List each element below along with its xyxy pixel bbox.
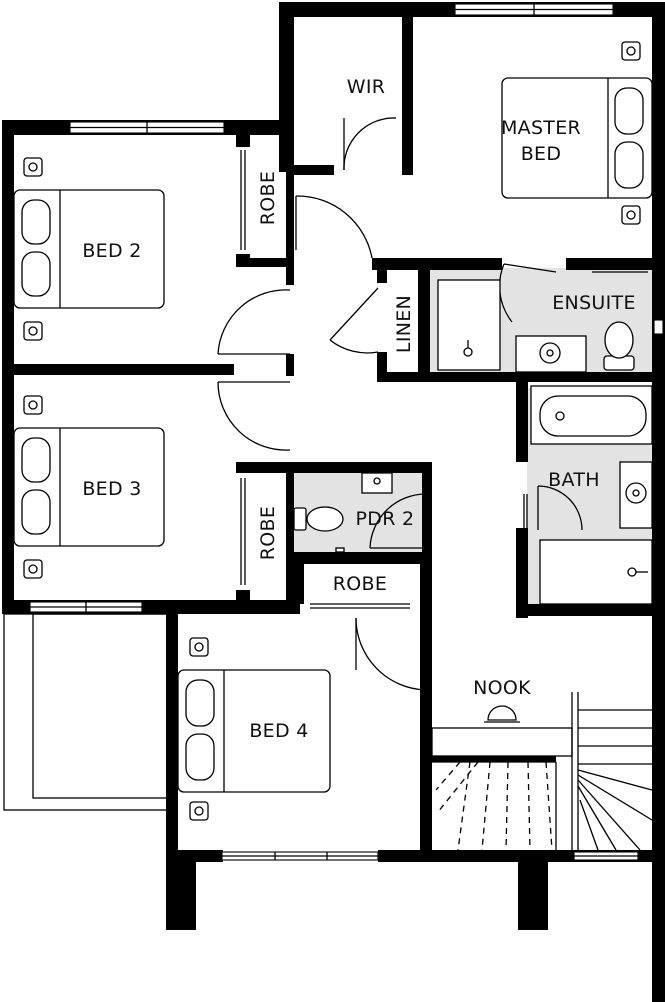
doors: [217, 117, 583, 691]
label-wir: WIR: [347, 76, 386, 98]
pdr2-fixtures: [293, 472, 393, 553]
label-ensuite: ENSUITE: [552, 292, 636, 314]
nook-desk-chair: [484, 705, 520, 723]
stairs: [431, 692, 653, 851]
label-pdr-2: PDR 2: [356, 508, 415, 530]
balcony: [3, 613, 168, 811]
ensuite-fixtures: [437, 267, 648, 373]
label-robe-hall: ROBE: [333, 573, 387, 595]
bed-4: [177, 637, 331, 821]
label-bed-2: BED 2: [82, 240, 141, 262]
label-bed-3: BED 3: [82, 478, 141, 500]
bed-3: [13, 395, 165, 579]
label-bath: BATH: [548, 469, 600, 491]
label-linen: LINEN: [393, 295, 415, 353]
label-nook: NOOK: [473, 677, 531, 699]
room-labels: WIR MASTER BED BED 2 BED 3 BED 4 ROBE RO…: [82, 76, 635, 742]
label-master-line2: BED: [521, 143, 562, 165]
windows: [29, 3, 664, 861]
bed-master: [501, 41, 653, 225]
bed-2: [13, 157, 165, 341]
label-master-line1: MASTER: [501, 117, 581, 139]
label-robe-bed2: ROBE: [257, 171, 279, 225]
bath-fixtures: [523, 385, 653, 605]
label-bed-4: BED 4: [249, 720, 308, 742]
label-robe-bed3: ROBE: [257, 506, 279, 560]
